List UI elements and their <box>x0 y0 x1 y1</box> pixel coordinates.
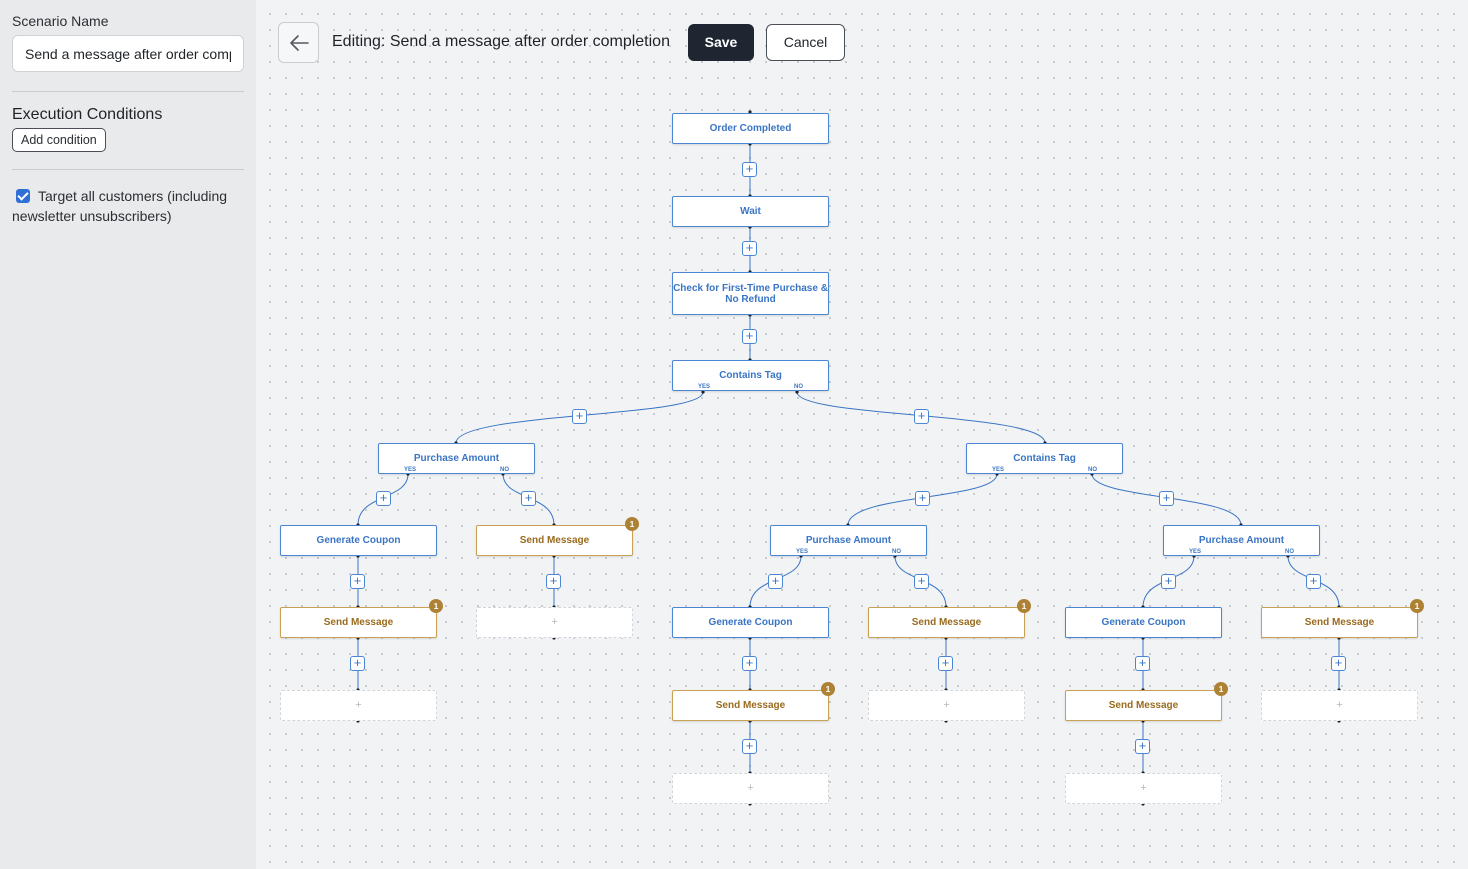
add-condition-button[interactable]: Add condition <box>12 128 106 152</box>
no-label: NO <box>1088 467 1097 473</box>
target-all-row: Target all customers (including newslett… <box>12 186 244 226</box>
no-label: NO <box>500 467 509 473</box>
send-message-node[interactable]: Send Message 1 <box>476 517 639 556</box>
no-label: NO <box>1285 549 1294 555</box>
node-label: Send Message <box>911 617 982 628</box>
send-message-node[interactable]: Send Message 1 <box>672 682 835 721</box>
add-step-button[interactable]: + <box>350 574 365 589</box>
empty-step-placeholder[interactable]: + <box>672 773 829 804</box>
generate-coupon-node[interactable]: Generate Coupon <box>280 525 437 556</box>
yes-label: YES <box>796 549 809 555</box>
send-message-node[interactable]: Send Message 1 <box>1261 599 1424 638</box>
cancel-button[interactable]: Cancel <box>766 24 845 61</box>
count-badge: 1 <box>1410 599 1424 613</box>
count-badge: 1 <box>821 682 835 696</box>
yes-label: YES <box>1189 549 1202 555</box>
node-label: Send Message <box>1108 700 1179 711</box>
purchase-amount-node[interactable]: Purchase Amount YES NO <box>770 525 927 556</box>
execution-conditions-heading: Execution Conditions <box>12 106 163 123</box>
flow-canvas[interactable]: Editing: Send a message after order comp… <box>256 0 1468 869</box>
add-step-button[interactable]: + <box>768 574 783 589</box>
node-label: Purchase Amount <box>413 453 500 464</box>
empty-step-placeholder[interactable]: + <box>1065 773 1222 804</box>
check-first-time-node[interactable]: Check for First-Time Purchase & No Refun… <box>672 272 829 315</box>
divider <box>12 91 244 92</box>
contains-tag-node[interactable]: Contains Tag YES NO <box>672 360 829 391</box>
add-step-button[interactable]: + <box>1135 656 1150 671</box>
scenario-name-label: Scenario Name <box>12 13 109 29</box>
count-badge: 1 <box>429 599 443 613</box>
send-message-node[interactable]: Send Message 1 <box>868 599 1031 638</box>
empty-step-placeholder[interactable]: + <box>476 607 633 638</box>
add-step-button[interactable]: + <box>914 574 929 589</box>
add-step-button[interactable]: + <box>915 491 930 506</box>
count-badge: 1 <box>1017 599 1031 613</box>
target-all-label: Target all customers (including newslett… <box>12 188 228 224</box>
no-label: NO <box>892 549 901 555</box>
node-label: Contains Tag <box>1013 453 1076 464</box>
add-step-button[interactable]: + <box>742 241 757 256</box>
arrow-left-icon <box>290 35 309 51</box>
add-step-button[interactable]: + <box>1159 491 1174 506</box>
send-message-node[interactable]: Send Message 1 <box>1065 682 1228 721</box>
node-label: Send Message <box>715 700 786 711</box>
add-step-button[interactable]: + <box>1135 739 1150 754</box>
count-badge: 1 <box>1214 682 1228 696</box>
wait-node[interactable]: Wait <box>672 196 829 227</box>
add-step-button[interactable]: + <box>914 409 929 424</box>
yes-label: YES <box>992 467 1005 473</box>
add-step-button[interactable]: + <box>742 656 757 671</box>
yes-label: YES <box>698 384 711 390</box>
node-label: Purchase Amount <box>1198 535 1285 546</box>
node-label: Check for First-Time Purchase & No Refun… <box>673 282 828 305</box>
yes-label: YES <box>404 467 417 473</box>
page-title: Editing: Send a message after order comp… <box>332 33 670 50</box>
purchase-amount-node[interactable]: Purchase Amount YES NO <box>378 443 535 474</box>
add-step-button[interactable]: + <box>742 739 757 754</box>
add-step-button[interactable]: + <box>742 162 757 177</box>
trigger-order-completed-node[interactable]: Order Completed <box>672 113 829 144</box>
add-step-button[interactable]: + <box>1331 656 1346 671</box>
node-label: Contains Tag <box>719 370 782 381</box>
save-button[interactable]: Save <box>688 24 754 61</box>
divider <box>12 169 244 170</box>
node-label: Send Message <box>323 617 394 628</box>
node-label: Send Message <box>519 535 590 546</box>
send-message-node[interactable]: Send Message 1 <box>280 599 443 638</box>
purchase-amount-node[interactable]: Purchase Amount YES NO <box>1163 525 1320 556</box>
count-badge: 1 <box>625 517 639 531</box>
add-step-button[interactable]: + <box>521 491 536 506</box>
contains-tag-node[interactable]: Contains Tag YES NO <box>966 443 1123 474</box>
sidebar: Scenario Name Execution Conditions Add c… <box>0 0 256 869</box>
add-step-button[interactable]: + <box>572 409 587 424</box>
add-step-button[interactable]: + <box>546 574 561 589</box>
add-step-button[interactable]: + <box>1306 574 1321 589</box>
target-all-checkbox[interactable] <box>16 189 30 203</box>
empty-step-placeholder[interactable]: + <box>868 690 1025 721</box>
flow-connectors <box>356 110 1341 806</box>
back-button[interactable] <box>278 22 319 63</box>
add-step-button[interactable]: + <box>1161 574 1176 589</box>
scenario-name-input[interactable] <box>12 35 244 72</box>
node-label: Purchase Amount <box>805 535 892 546</box>
add-step-button[interactable]: + <box>938 656 953 671</box>
add-step-button[interactable]: + <box>742 329 757 344</box>
generate-coupon-node[interactable]: Generate Coupon <box>672 607 829 638</box>
node-label: Send Message <box>1304 617 1375 628</box>
empty-step-placeholder[interactable]: + <box>280 690 437 721</box>
empty-step-placeholder[interactable]: + <box>1261 690 1418 721</box>
no-label: NO <box>794 384 803 390</box>
add-step-button[interactable]: + <box>350 656 365 671</box>
add-step-button[interactable]: + <box>376 491 391 506</box>
generate-coupon-node[interactable]: Generate Coupon <box>1065 607 1222 638</box>
